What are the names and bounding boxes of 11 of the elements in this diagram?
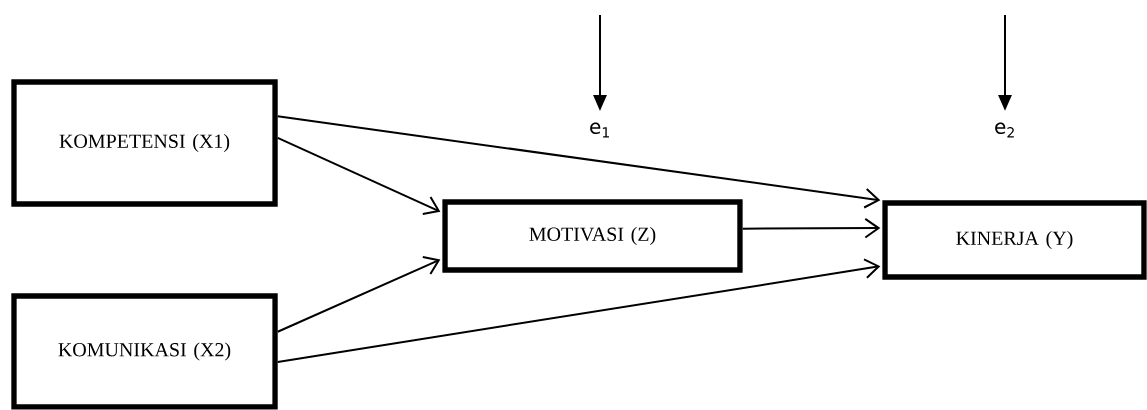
variable-box: KOMUNIKASI (X2) <box>11 293 278 410</box>
error-term-label: e$_{1}$ <box>590 122 609 138</box>
error-term-label: e$_{2}$ <box>995 122 1014 138</box>
arrow <box>741 217 881 239</box>
arrow <box>276 258 881 363</box>
arrow <box>276 115 881 209</box>
arrow <box>276 256 441 333</box>
variable-box: KOMPETENSI (X1) <box>11 79 278 207</box>
variable-box: MOTIVASI (Z) <box>442 199 743 273</box>
variable-box: KINERJA (Y) <box>882 200 1147 280</box>
arrow <box>276 136 441 216</box>
